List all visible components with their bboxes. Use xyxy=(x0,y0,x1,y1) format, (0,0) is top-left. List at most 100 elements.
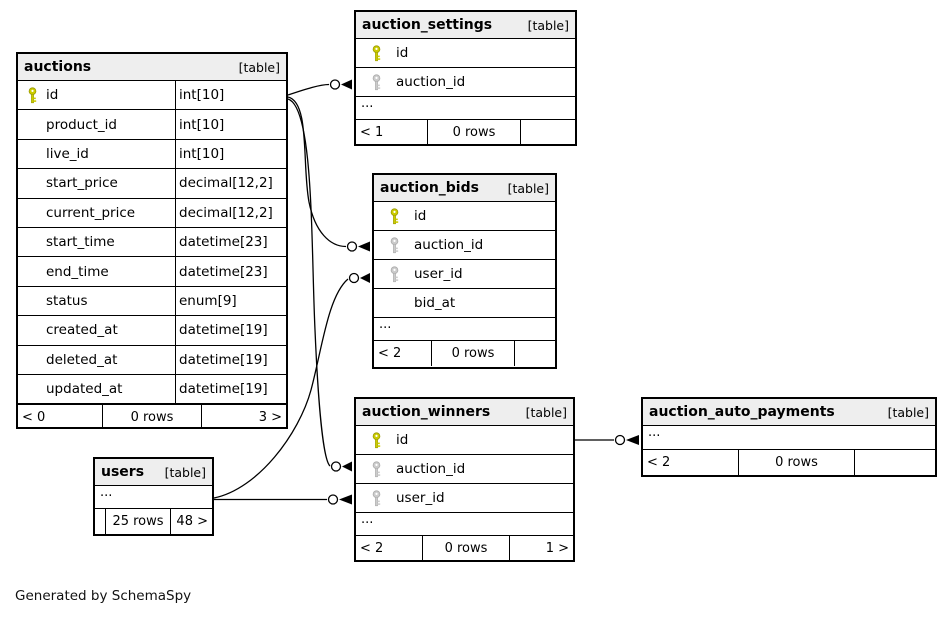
footer-parents-count xyxy=(521,120,575,145)
column-row: user_id xyxy=(356,484,573,513)
edge-arrowhead xyxy=(626,435,639,445)
table-auction-bids: auction_bids [table] id auction_id user_… xyxy=(372,173,557,369)
table-title: users xyxy=(101,464,145,480)
column-row: deleted_at datetime[19] xyxy=(18,345,286,375)
footer-parents-count xyxy=(515,341,555,366)
table-auction-auto-payments-header[interactable]: auction_auto_payments [table] xyxy=(643,399,935,426)
column-name: auction_id xyxy=(414,237,484,253)
column-type: int[10] xyxy=(175,81,286,110)
column-name: start_price xyxy=(46,175,118,192)
column-row: status enum[9] xyxy=(18,286,286,317)
column-name: id xyxy=(46,87,59,104)
table-title: auction_winners xyxy=(362,404,491,420)
footer-parents-count: 1 > xyxy=(545,541,569,556)
column-row: user_id xyxy=(374,260,555,289)
edge-auctions-winners xyxy=(287,98,331,467)
footer-row-count: 0 rows xyxy=(738,450,855,475)
column-type: datetime[23] xyxy=(175,257,286,286)
primary-key-icon xyxy=(390,207,398,224)
table-users: users [table] ... 25 rows 48 > xyxy=(93,457,214,536)
column-type: datetime[23] xyxy=(175,227,286,257)
column-row: current_price decimal[12,2] xyxy=(18,198,286,228)
column-name: created_at xyxy=(46,322,118,339)
footer-children-count xyxy=(95,509,105,534)
footer-parents-count: 48 > xyxy=(176,514,208,529)
table-auction-winners-header[interactable]: auction_winners [table] xyxy=(356,399,573,426)
table-tag: [table] xyxy=(238,59,280,75)
column-name: id xyxy=(414,208,427,224)
column-row: product_id int[10] xyxy=(18,110,286,140)
table-auction-bids-header[interactable]: auction_bids [table] xyxy=(374,175,555,202)
table-footer: < 0 0 rows 3 > xyxy=(18,404,286,430)
table-auction-winners: auction_winners [table] id auction_id us… xyxy=(354,397,575,562)
table-auctions: auctions [table] id int[10] product_id i… xyxy=(16,52,288,430)
column-row: end_time datetime[23] xyxy=(18,257,286,287)
column-row: id xyxy=(356,426,573,455)
column-name: start_time xyxy=(46,234,115,251)
column-name: bid_at xyxy=(414,295,456,311)
column-type: int[10] xyxy=(175,139,286,169)
column-type: int[10] xyxy=(175,110,286,139)
footer-children-count: < 0 xyxy=(22,409,46,425)
column-name: deleted_at xyxy=(46,351,118,368)
column-type: datetime[19] xyxy=(175,374,286,404)
column-row: id xyxy=(356,39,575,68)
generated-by-note: Generated by SchemaSpy xyxy=(15,588,192,604)
column-row: updated_at datetime[19] xyxy=(18,374,286,405)
hidden-columns-ellipsis: ... xyxy=(95,486,212,509)
column-name: end_time xyxy=(46,263,109,280)
hidden-columns-ellipsis: ... xyxy=(643,426,935,450)
column-name: id xyxy=(396,432,409,448)
table-title: auction_settings xyxy=(362,17,493,33)
table-tag: [table] xyxy=(164,464,206,480)
column-name: user_id xyxy=(396,490,445,506)
primary-key-icon xyxy=(372,44,380,61)
column-name: id xyxy=(396,45,409,61)
footer-children-count: < 2 xyxy=(378,346,402,361)
table-tag: [table] xyxy=(507,180,549,196)
footer-row-count: 25 rows xyxy=(105,509,171,534)
column-row: id int[10] xyxy=(18,81,286,111)
table-footer: < 2 0 rows xyxy=(374,341,555,366)
edge-auctions-settings xyxy=(287,83,330,96)
column-name: status xyxy=(46,292,88,309)
edge-endpoint-circle xyxy=(346,241,358,252)
table-auction-settings-header[interactable]: auction_settings [table] xyxy=(356,12,575,39)
edge-endpoint-circle xyxy=(348,272,360,284)
table-footer: < 2 0 rows 1 > xyxy=(356,536,573,561)
column-row: created_at datetime[19] xyxy=(18,316,286,346)
table-users-header[interactable]: users [table] xyxy=(95,459,212,486)
foreign-key-icon xyxy=(372,489,380,506)
table-title: auctions xyxy=(24,59,92,75)
hidden-columns-ellipsis: ... xyxy=(356,97,575,120)
column-row: auction_id xyxy=(356,68,575,97)
table-footer: < 2 0 rows xyxy=(643,450,935,475)
footer-children-count: < 2 xyxy=(647,455,671,470)
column-name: current_price xyxy=(46,204,136,221)
footer-parents-count: 3 > xyxy=(258,409,282,425)
column-row: start_time datetime[23] xyxy=(18,227,286,258)
table-footer: < 1 0 rows xyxy=(356,120,575,145)
column-type: datetime[19] xyxy=(175,316,286,345)
hidden-columns-ellipsis: ... xyxy=(356,513,573,536)
column-row: id xyxy=(374,202,555,231)
edge-auctions-bids xyxy=(287,96,347,248)
column-name: auction_id xyxy=(396,74,466,90)
edge-arrowhead xyxy=(358,241,370,252)
column-row: bid_at xyxy=(374,289,555,318)
foreign-key-icon xyxy=(390,236,398,253)
column-name: updated_at xyxy=(46,381,123,398)
edge-endpoint-circle xyxy=(329,79,341,90)
footer-children-count: < 1 xyxy=(360,125,384,140)
footer-row-count: 0 rows xyxy=(427,120,521,145)
edge-arrowhead xyxy=(339,494,352,505)
column-row: start_price decimal[12,2] xyxy=(18,169,286,199)
table-footer: 25 rows 48 > xyxy=(95,509,212,534)
edge-endpoint-circle xyxy=(330,461,342,472)
edge-arrowhead xyxy=(342,461,352,472)
foreign-key-icon xyxy=(372,73,380,90)
table-auctions-header[interactable]: auctions [table] xyxy=(18,54,286,81)
hidden-columns-ellipsis: ... xyxy=(374,318,555,341)
column-type: decimal[12,2] xyxy=(175,198,286,227)
primary-key-icon xyxy=(28,87,36,103)
